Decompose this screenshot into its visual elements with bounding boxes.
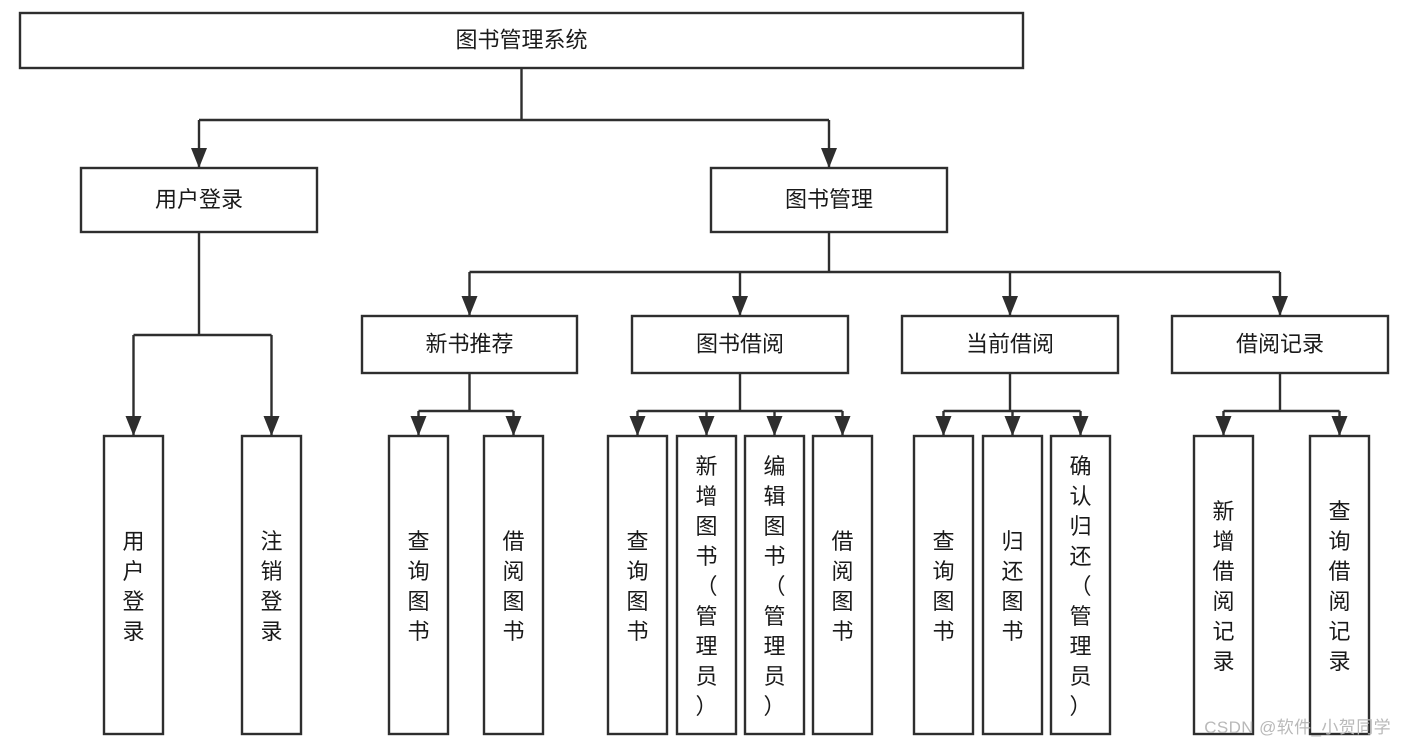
node-box-book-borrow[interactable] — [630, 314, 850, 375]
node-box-root[interactable] — [18, 11, 1025, 70]
node-box-leaf-query-borrow-record[interactable] — [1308, 434, 1371, 736]
current-borrow-to-leaves-arrow-icon — [1004, 416, 1021, 436]
node-label-leaf-add-borrow-record: 新增借阅记录 — [1212, 499, 1234, 674]
node-leaf-return-book[interactable]: 归还图书 — [981, 434, 1044, 736]
node-current-borrow[interactable]: 当前借阅 — [900, 314, 1120, 375]
node-label-leaf-query-borrow-record: 查询借阅记录 — [1328, 499, 1350, 674]
node-label-leaf-borrow-book: 借阅图书 — [831, 529, 853, 644]
user-login-to-leaves-arrow-icon — [263, 416, 280, 436]
node-layer: 图书管理系统用户登录图书管理新书推荐图书借阅当前借阅借阅记录用户登录注销登录查询… — [18, 11, 1390, 736]
node-box-leaf-edit-book-admin[interactable] — [743, 434, 806, 736]
node-leaf-query-book-borrow[interactable]: 查询图书 — [606, 434, 669, 736]
node-box-leaf-add-book-admin[interactable] — [675, 434, 738, 736]
borrow-record-to-leaves-arrow-icon — [1215, 416, 1232, 436]
node-box-new-book-recommend[interactable] — [360, 314, 579, 375]
node-box-leaf-query-book-borrow[interactable] — [606, 434, 669, 736]
book-borrow-to-leaves-arrow-icon — [629, 416, 646, 436]
node-box-leaf-user-login[interactable] — [102, 434, 165, 736]
book-borrow-to-leaves-arrow-icon — [766, 416, 783, 436]
node-label-leaf-query-book-borrow: 查询图书 — [626, 529, 648, 644]
node-box-leaf-add-borrow-record[interactable] — [1192, 434, 1255, 736]
node-box-book-manage[interactable] — [709, 166, 949, 234]
book-manage-to-level3-arrow-icon — [732, 296, 748, 316]
new-book-recommend-to-leaves-arrow-icon — [505, 416, 522, 436]
node-label-leaf-confirm-return-admin: 确认归还（管理员） — [1069, 454, 1091, 719]
node-box-leaf-borrow-book-recommend[interactable] — [482, 434, 545, 736]
node-label-new-book-recommend: 新书推荐 — [425, 331, 513, 356]
node-root[interactable]: 图书管理系统 — [18, 11, 1025, 70]
node-label-leaf-query-book-current: 查询图书 — [932, 529, 954, 644]
node-box-leaf-borrow-book[interactable] — [811, 434, 874, 736]
borrow-record-to-leaves-arrow-icon — [1331, 416, 1348, 436]
node-label-root: 图书管理系统 — [455, 27, 587, 52]
node-leaf-confirm-return-admin[interactable]: 确认归还（管理员） — [1049, 434, 1112, 736]
node-leaf-query-book-recommend[interactable]: 查询图书 — [387, 434, 450, 736]
root-to-level2-arrow-icon — [191, 148, 207, 168]
user-login-to-leaves-arrow-icon — [125, 416, 142, 436]
book-manage-to-level3-arrow-icon — [461, 296, 478, 316]
book-manage-to-level3-arrow-icon — [1002, 296, 1018, 316]
node-label-leaf-return-book: 归还图书 — [1001, 529, 1023, 644]
node-label-book-manage: 图书管理 — [785, 187, 873, 212]
node-book-manage[interactable]: 图书管理 — [709, 166, 949, 234]
connector-layer — [125, 68, 1348, 436]
node-leaf-query-book-current[interactable]: 查询图书 — [912, 434, 975, 736]
node-leaf-user-login[interactable]: 用户登录 — [102, 434, 165, 736]
node-box-leaf-query-book-current[interactable] — [912, 434, 975, 736]
node-leaf-borrow-book[interactable]: 借阅图书 — [811, 434, 874, 736]
node-borrow-record[interactable]: 借阅记录 — [1170, 314, 1390, 375]
node-box-leaf-confirm-return-admin[interactable] — [1049, 434, 1112, 736]
node-leaf-add-book-admin[interactable]: 新增图书（管理员） — [675, 434, 738, 736]
new-book-recommend-to-leaves-arrow-icon — [410, 416, 427, 436]
node-box-current-borrow[interactable] — [900, 314, 1120, 375]
root-to-level2-arrow-icon — [821, 148, 837, 168]
node-box-user-login[interactable] — [79, 166, 319, 234]
node-label-leaf-borrow-book-recommend: 借阅图书 — [502, 529, 524, 644]
node-label-leaf-user-login: 用户登录 — [122, 529, 144, 644]
node-box-leaf-return-book[interactable] — [981, 434, 1044, 736]
node-leaf-query-borrow-record[interactable]: 查询借阅记录 — [1308, 434, 1371, 736]
current-borrow-to-leaves-arrow-icon — [1072, 416, 1089, 436]
node-leaf-add-borrow-record[interactable]: 新增借阅记录 — [1192, 434, 1255, 736]
node-user-login[interactable]: 用户登录 — [79, 166, 319, 234]
node-label-leaf-query-book-recommend: 查询图书 — [407, 529, 429, 644]
node-book-borrow[interactable]: 图书借阅 — [630, 314, 850, 375]
current-borrow-to-leaves-arrow-icon — [935, 416, 952, 436]
node-box-leaf-query-book-recommend[interactable] — [387, 434, 450, 736]
node-leaf-borrow-book-recommend[interactable]: 借阅图书 — [482, 434, 545, 736]
node-leaf-edit-book-admin[interactable]: 编辑图书（管理员） — [743, 434, 806, 736]
node-box-leaf-logout-login[interactable] — [240, 434, 303, 736]
node-leaf-logout-login[interactable]: 注销登录 — [240, 434, 303, 736]
node-label-borrow-record: 借阅记录 — [1236, 331, 1324, 356]
node-new-book-recommend[interactable]: 新书推荐 — [360, 314, 579, 375]
book-manage-to-level3-arrow-icon — [1272, 296, 1288, 316]
node-label-book-borrow: 图书借阅 — [696, 331, 784, 356]
node-box-borrow-record[interactable] — [1170, 314, 1390, 375]
book-borrow-to-leaves-arrow-icon — [698, 416, 715, 436]
node-label-current-borrow: 当前借阅 — [966, 331, 1054, 356]
node-label-leaf-add-book-admin: 新增图书（管理员） — [695, 454, 717, 719]
node-label-leaf-logout-login: 注销登录 — [260, 529, 282, 644]
book-borrow-to-leaves-arrow-icon — [834, 416, 851, 436]
node-label-leaf-edit-book-admin: 编辑图书（管理员） — [763, 454, 785, 719]
node-label-user-login: 用户登录 — [155, 187, 243, 212]
